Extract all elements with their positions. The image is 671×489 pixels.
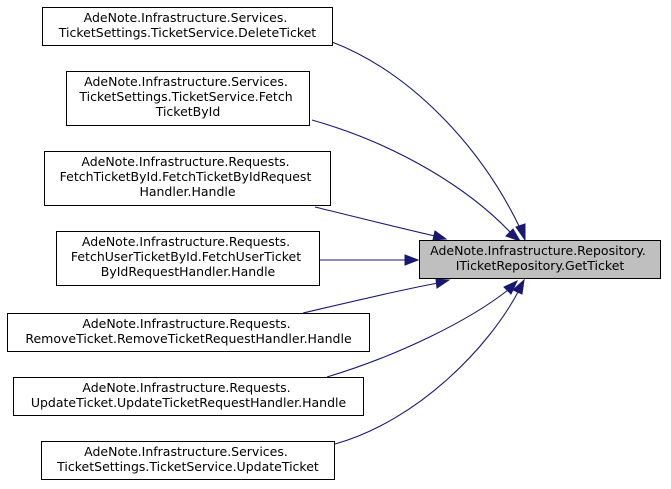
node-label-line: AdeNote.Infrastructure.Services. (84, 74, 288, 89)
node-label-line: AdeNote.Infrastructure.Services. (84, 10, 288, 25)
edge-update-ticket-handler (326, 289, 509, 378)
svg-text:AdeNote.Infrastructure.Request: AdeNote.Infrastructure.Requests. RemoveT… (25, 316, 352, 346)
node-label-line: AdeNote.Infrastructure.Requests. (81, 154, 289, 169)
edge-fetch-request-handler (314, 206, 436, 237)
node-label-line: AdeNote.Infrastructure.Requests. (82, 234, 290, 249)
edge-update-ticket (334, 291, 519, 445)
edge-delete-ticket (331, 41, 521, 229)
svg-text:AdeNote.Infrastructure.Service: AdeNote.Infrastructure.Services. TicketS… (56, 444, 319, 474)
arrowhead-update-ticket-handler (503, 279, 519, 295)
node-label-line: AdeNote.Infrastructure.Repository. (430, 243, 646, 258)
arrowhead-update-ticket (512, 278, 525, 295)
node-label-line: UpdateTicket.UpdateTicketRequestHandler.… (31, 395, 347, 410)
node-label-line: Handler.Handle (139, 184, 235, 199)
caller-node-fetch-ticket-request-handler[interactable]: AdeNote.Infrastructure.Requests. FetchTi… (44, 151, 331, 206)
arrowhead-remove-ticket (435, 278, 451, 289)
node-label-line: AdeNote.Infrastructure.Requests. (82, 316, 290, 331)
node-label-line: ByIdRequestHandler.Handle (101, 264, 276, 279)
node-label-line: AdeNote.Infrastructure.Services. (84, 444, 288, 459)
caller-node-remove-ticket-handler[interactable]: AdeNote.Infrastructure.Requests. RemoveT… (7, 313, 370, 352)
node-label-line: TicketById (155, 104, 221, 119)
arrowhead-fetch-request-handler (432, 230, 448, 241)
target-node-get-ticket[interactable]: AdeNote.Infrastructure.Repository. ITick… (419, 240, 661, 279)
svg-text:AdeNote.Infrastructure.Service: AdeNote.Infrastructure.Services. TicketS… (58, 10, 317, 40)
node-label-line: ITicketRepository.GetTicket (456, 258, 625, 273)
node-label-line: RemoveTicket.RemoveTicketRequestHandler.… (25, 331, 352, 346)
node-label-line: TicketSettings.TicketService.DeleteTicke… (58, 25, 317, 40)
svg-text:AdeNote.Infrastructure.Reposit: AdeNote.Infrastructure.Repository. ITick… (430, 243, 650, 273)
arrowhead-fetch-user-ticket (404, 254, 420, 266)
caller-node-update-ticket-handler[interactable]: AdeNote.Infrastructure.Requests. UpdateT… (13, 377, 364, 416)
arrowhead-fetch-ticket-by-id (505, 228, 522, 242)
node-label-line: TicketSettings.TicketService.Fetch (78, 89, 292, 104)
caller-node-fetch-ticket-by-id[interactable]: AdeNote.Infrastructure.Services. TicketS… (66, 71, 310, 126)
svg-text:AdeNote.Infrastructure.Request: AdeNote.Infrastructure.Requests. FetchTi… (60, 154, 316, 199)
arrowhead-delete-ticket (515, 223, 526, 242)
caller-node-fetch-user-ticket-handler[interactable]: AdeNote.Infrastructure.Requests. FetchUs… (56, 231, 320, 286)
edge-remove-ticket (302, 282, 439, 314)
svg-text:AdeNote.Infrastructure.Service: AdeNote.Infrastructure.Services. TicketS… (78, 74, 296, 119)
caller-node-update-ticket[interactable]: AdeNote.Infrastructure.Services. TicketS… (41, 441, 335, 480)
svg-text:AdeNote.Infrastructure.Request: AdeNote.Infrastructure.Requests. FetchUs… (71, 234, 305, 279)
node-label-line: TicketSettings.TicketService.UpdateTicke… (56, 459, 319, 474)
node-label-line: FetchUserTicketById.FetchUserTicket (71, 249, 301, 264)
node-label-line: AdeNote.Infrastructure.Requests. (82, 380, 290, 395)
node-label-line: FetchTicketById.FetchTicketByIdRequest (60, 169, 312, 184)
svg-text:AdeNote.Infrastructure.Request: AdeNote.Infrastructure.Requests. UpdateT… (31, 380, 347, 410)
caller-node-delete-ticket[interactable]: AdeNote.Infrastructure.Services. TicketS… (42, 7, 333, 46)
edges (302, 41, 526, 445)
edge-fetch-ticket-by-id (311, 119, 511, 233)
